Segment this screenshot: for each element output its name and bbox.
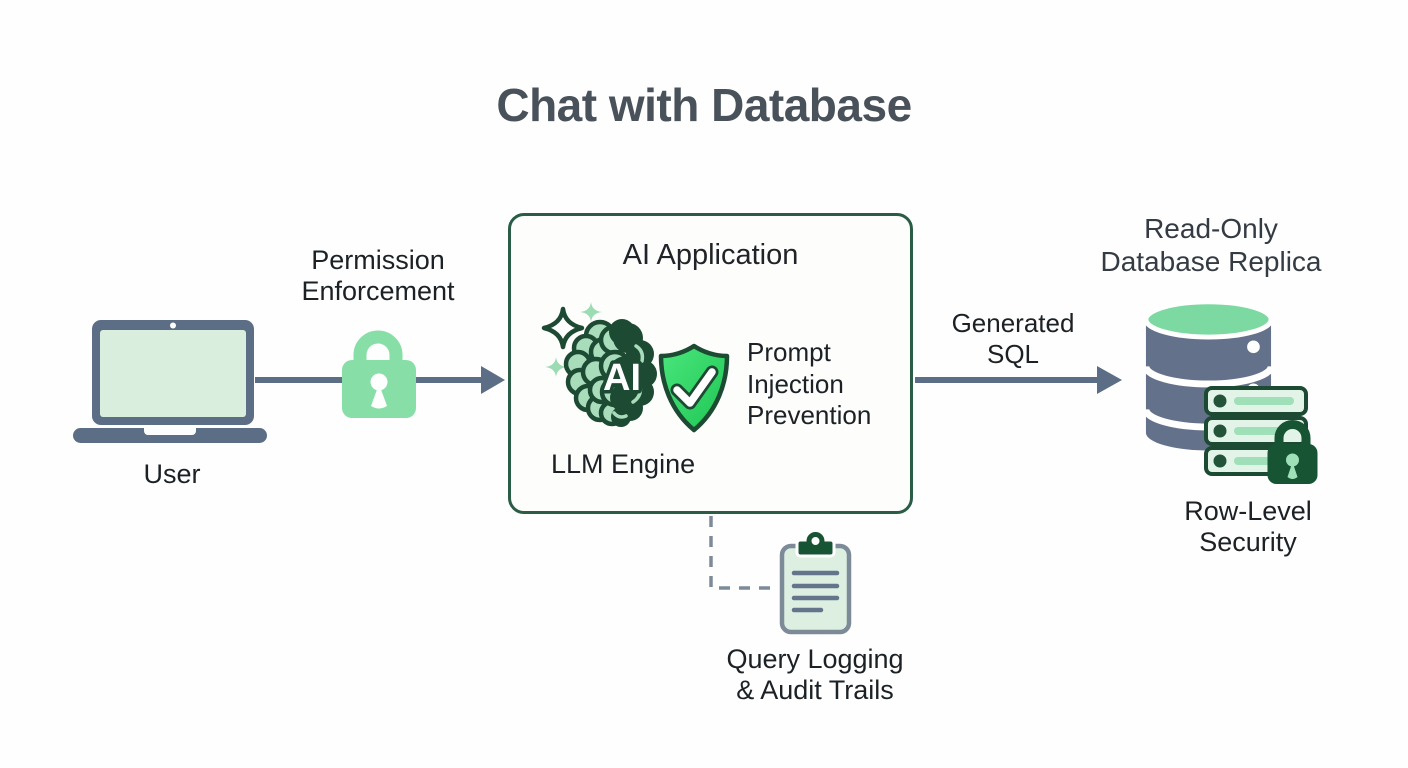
prompt-protection-label: Prompt Injection Prevention — [747, 337, 917, 432]
replica-heading-line2: Database Replica — [1100, 246, 1322, 277]
prompt-protection-line3: Prevention — [747, 400, 872, 430]
row-level-security-line2: Security — [1199, 527, 1297, 557]
permission-label: Permission Enforcement — [258, 245, 498, 307]
clipboard-icon — [779, 532, 852, 635]
dashed-connector — [709, 516, 777, 590]
audit-label-line2: & Audit Trails — [736, 675, 894, 705]
row-level-security-line1: Row-Level — [1184, 496, 1312, 526]
permission-label-line2: Enforcement — [301, 276, 455, 306]
generated-sql-line2: SQL — [986, 339, 1040, 369]
audit-label: Query Logging & Audit Trails — [695, 644, 935, 706]
replica-heading: Read-Only Database Replica — [1081, 212, 1341, 278]
laptop-icon — [73, 320, 267, 443]
permission-padlock-icon — [342, 330, 416, 418]
sparkles-icon — [541, 302, 602, 377]
audit-label-line1: Query Logging — [726, 644, 904, 674]
generated-sql-line1: Generated — [951, 308, 1075, 338]
permission-label-line1: Permission — [311, 245, 445, 275]
page-title: Chat with Database — [496, 79, 912, 131]
generated-sql-label: Generated SQL — [918, 308, 1108, 370]
replica-heading-line1: Read-Only — [1144, 213, 1278, 244]
prompt-protection-line2: Injection — [747, 368, 844, 399]
arrow-ai-to-database — [915, 366, 1122, 394]
ai-brain-icon: AI — [541, 302, 657, 427]
ai-application-title: AI Application — [622, 239, 799, 271]
user-label: User — [143, 459, 201, 489]
llm-engine-label: LLM Engine — [551, 449, 696, 479]
prompt-protection-line1: Prompt — [747, 337, 831, 367]
row-level-security-padlock-icon — [1267, 420, 1318, 484]
row-level-security-label: Row-Level Security — [1148, 496, 1348, 558]
ai-badge-text: AI — [603, 357, 641, 399]
shield-check-icon — [658, 343, 730, 433]
